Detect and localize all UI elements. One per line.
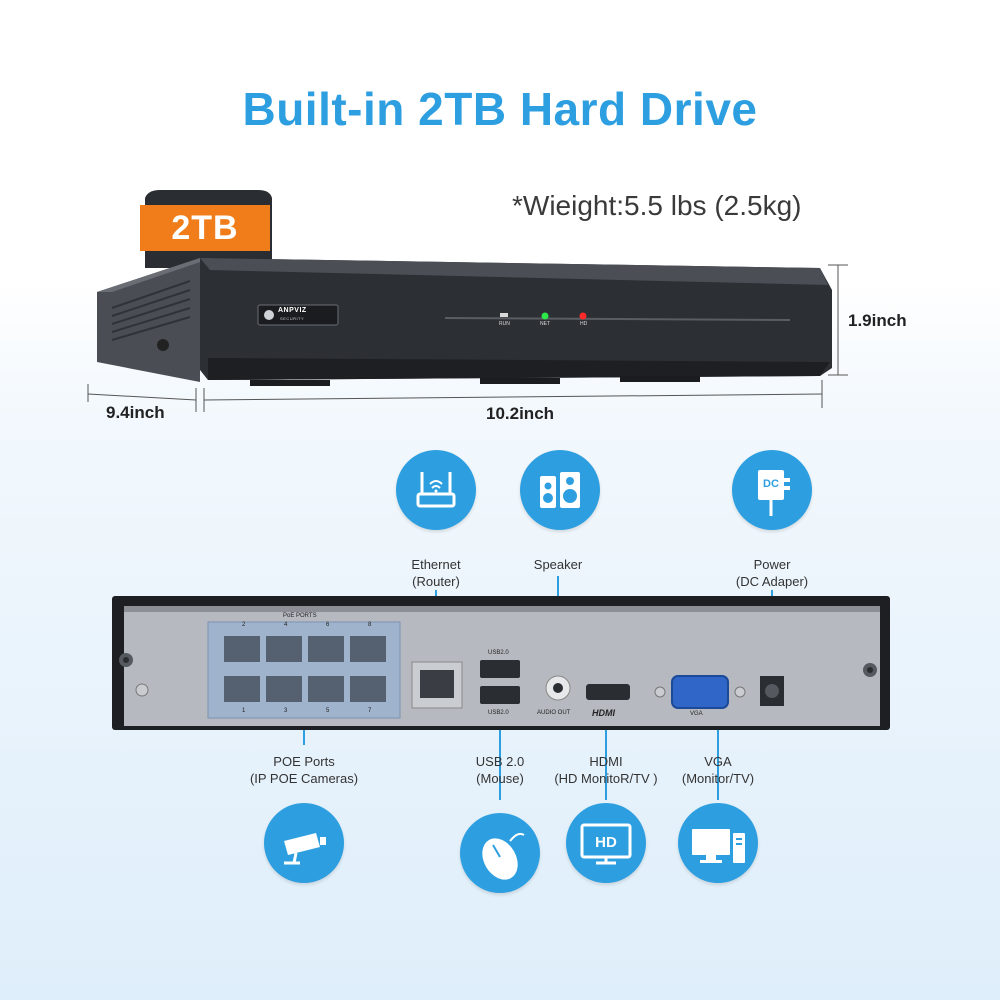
weight-text: *Wieight:5.5 lbs (2.5kg) <box>512 190 802 221</box>
router-icon <box>396 450 476 530</box>
security-camera-icon <box>264 803 344 883</box>
led-label-run: RUN <box>499 321 510 327</box>
callout-vga: VGA (Monitor/TV) <box>681 754 755 786</box>
hdmi-port-label: HDMI <box>592 708 615 718</box>
brand-subtitle: SECURITY <box>280 316 305 321</box>
dc-adapter-icon: DC <box>732 450 812 530</box>
usb-bottom-label: USB2.0 <box>488 710 509 716</box>
net-led <box>541 312 549 320</box>
hdd-capacity-badge <box>140 205 270 251</box>
poe-port-number: 8 <box>368 622 372 628</box>
headline: Built-in 2TB Hard Drive <box>242 83 758 135</box>
poe-port-number: 5 <box>326 708 330 714</box>
dc-icon-label: DC <box>763 478 779 490</box>
poe-port-number: 3 <box>284 708 288 714</box>
led-label-hd: HD <box>580 321 588 327</box>
callout-power: Power (DC Adaper) <box>735 557 809 589</box>
callout-poe: POE Ports (IP POE Cameras) <box>249 754 359 786</box>
hd-led <box>579 312 587 320</box>
poe-port-number: 1 <box>242 708 246 714</box>
mouse-icon <box>460 813 540 893</box>
nvr-front-view <box>97 258 832 386</box>
callout-usb: USB 2.0 (Mouse) <box>475 754 525 786</box>
poe-port-number: 2 <box>242 622 246 628</box>
led-label-net: NET <box>540 321 550 327</box>
poe-ports-label: PoE PORTS <box>283 613 317 619</box>
callout-speaker: Speaker <box>533 557 583 572</box>
usb-top-label: USB2.0 <box>488 650 509 656</box>
vga-port-label: VGA <box>690 711 703 717</box>
hd-monitor-icon: HD <box>566 803 646 883</box>
brand-name: ANPVIZ <box>278 307 307 314</box>
dimension-depth: 9.4inch <box>106 403 165 422</box>
hard-drive-image <box>140 190 272 268</box>
callout-ethernet: Ethernet (Router) <box>411 557 461 589</box>
run-led <box>500 313 508 317</box>
dimension-lines <box>87 264 848 412</box>
audio-out-label: AUDIO OUT <box>537 710 571 716</box>
poe-port-number: 6 <box>326 622 330 628</box>
speaker-icon <box>520 450 600 530</box>
hd-icon-label: HD <box>595 834 617 851</box>
callout-hdmi: HDMI (HD MonitoR/TV ) <box>554 754 658 786</box>
poe-port-number: 4 <box>284 622 288 628</box>
poe-port-number: 7 <box>368 708 372 714</box>
dimension-width: 10.2inch <box>486 404 555 423</box>
hdd-badge-label: 2TB <box>171 209 239 247</box>
dimension-height: 1.9inch <box>848 311 907 330</box>
nvr-rear-panel <box>112 596 890 730</box>
computer-icon <box>678 803 758 883</box>
